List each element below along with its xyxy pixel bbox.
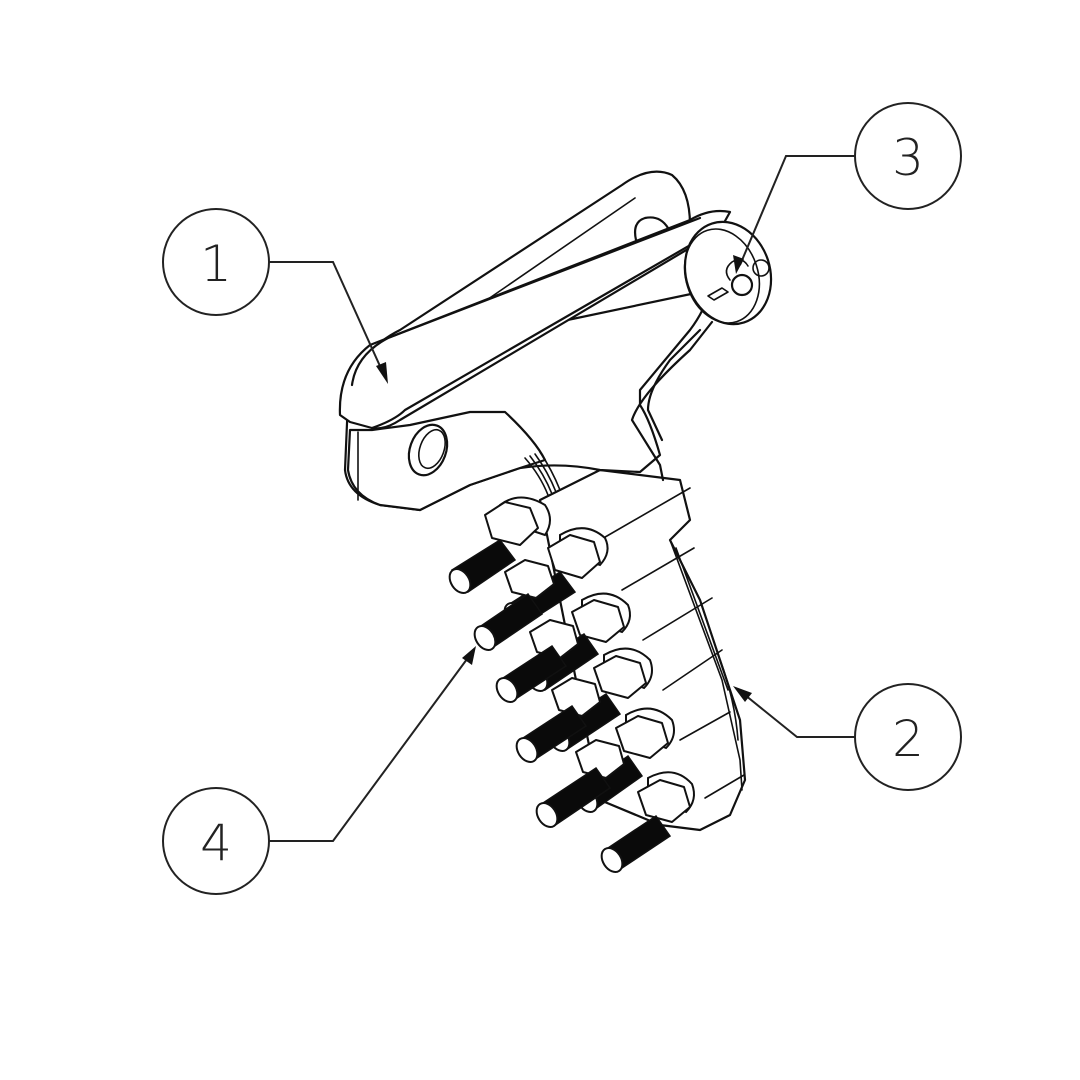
callout-number-3: 3	[892, 129, 924, 187]
bolt	[535, 739, 625, 828]
arrow-2-icon	[733, 686, 752, 702]
bolt	[600, 771, 695, 873]
cotter-pin	[707, 258, 770, 301]
bolt	[448, 496, 551, 594]
bolt	[495, 619, 579, 703]
arrow-3-icon	[733, 255, 744, 274]
callout-balloon-2: 2	[854, 683, 962, 791]
arrow-4-icon	[462, 646, 476, 665]
leader-4	[269, 654, 471, 842]
callout-balloon-1: 1	[162, 208, 270, 316]
leader-2	[744, 694, 855, 738]
arrow-1-icon	[376, 362, 388, 384]
callout-number-2: 2	[892, 710, 924, 768]
bolt	[473, 559, 555, 651]
bolt-group	[448, 496, 695, 873]
callout-balloon-4: 4	[162, 787, 270, 895]
callout-balloon-3: 3	[854, 102, 962, 210]
callout-number-1: 1	[200, 235, 232, 293]
leader-3	[739, 155, 855, 266]
clevis-bracket	[338, 170, 773, 512]
leader-1	[269, 261, 385, 376]
leader-lines	[269, 155, 855, 842]
callout-number-4: 4	[200, 814, 232, 872]
bolt	[515, 677, 601, 763]
